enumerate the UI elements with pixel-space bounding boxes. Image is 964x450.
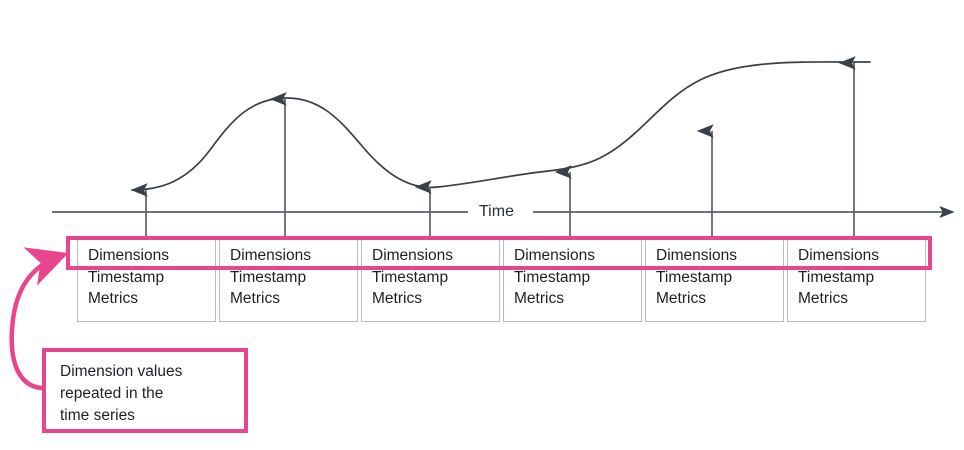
record-box[interactable]: Dimensions Timestamp Metrics <box>645 238 784 322</box>
record-timestamp-label: Timestamp <box>798 268 875 286</box>
record-dimensions-label: Dimensions <box>88 247 169 264</box>
record-box[interactable]: Dimensions Timestamp Metrics <box>787 238 926 322</box>
callout-line-1: Dimension values <box>60 363 183 380</box>
sample-arrows <box>130 56 856 240</box>
record-dimensions-label: Dimensions <box>230 247 311 264</box>
record-timestamp-label: Timestamp <box>230 268 307 286</box>
record-metrics-label: Metrics <box>798 290 848 307</box>
record-dimensions-label: Dimensions <box>656 247 737 264</box>
record-metrics-label: Metrics <box>230 290 280 307</box>
record-box[interactable]: Dimensions Timestamp Metrics <box>361 238 500 322</box>
record-timestamp-label: Timestamp <box>514 268 591 286</box>
record-dimensions-label: Dimensions <box>798 247 879 264</box>
record-timestamp-label: Timestamp <box>372 268 449 286</box>
record-metrics-label: Metrics <box>656 290 706 307</box>
record-dimensions-label: Dimensions <box>514 247 595 264</box>
metric-curve <box>131 61 871 191</box>
record-timestamp-label: Timestamp <box>88 268 165 286</box>
record-metrics-label: Metrics <box>514 290 564 307</box>
record-box[interactable]: Dimensions Timestamp Metrics <box>503 238 642 322</box>
callout-line-2: repeated in the <box>60 385 164 402</box>
callout-line-3: time series <box>60 407 135 424</box>
time-axis-label: Time <box>472 203 521 221</box>
record-dimensions-label: Dimensions <box>372 247 453 264</box>
record-timestamp-label: Timestamp <box>656 268 733 286</box>
callout-note: Dimension values repeated in the time se… <box>42 348 248 433</box>
record-box[interactable]: Dimensions Timestamp Metrics <box>219 238 358 322</box>
record-box[interactable]: Dimensions Timestamp Metrics <box>77 238 216 322</box>
record-metrics-label: Metrics <box>88 290 138 307</box>
callout-connector-arrow <box>9 247 69 391</box>
record-metrics-label: Metrics <box>372 290 422 307</box>
